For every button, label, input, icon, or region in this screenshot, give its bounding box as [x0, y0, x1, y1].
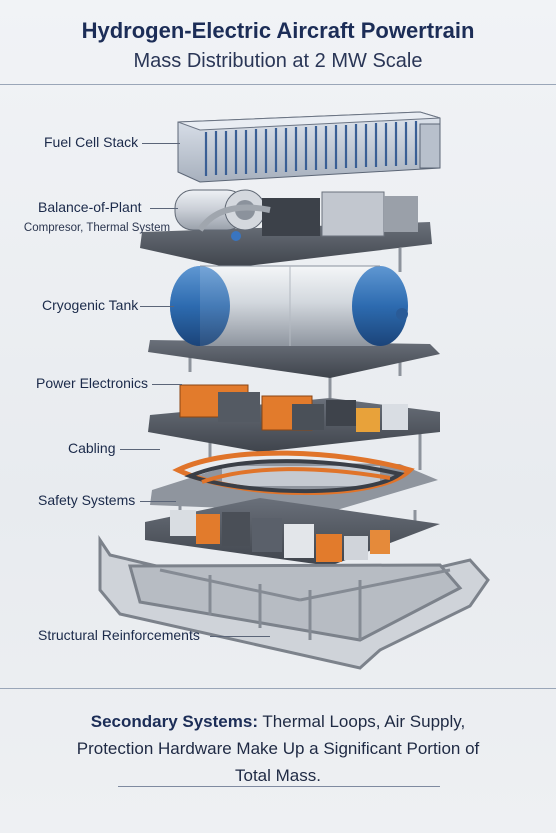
- leader-line: [140, 306, 174, 307]
- leader-line: [142, 143, 180, 144]
- sublabel-balance-of-plant: Compresor, Thermal System: [23, 222, 171, 234]
- page-subtitle: Mass Distribution at 2 MW Scale: [133, 50, 423, 72]
- header-divider: [0, 84, 556, 85]
- leader-line: [120, 449, 160, 450]
- label-power-electronics: Power Electronics: [36, 375, 149, 391]
- balance-of-plant-assembly: [140, 189, 432, 268]
- label-cryogenic-tank: Cryogenic Tank: [42, 297, 139, 313]
- power-electronics-tray: [148, 384, 440, 452]
- safety-systems-tray: [145, 498, 440, 566]
- footer-text: Thermal Loops, Air Supply, Protection Ha…: [76, 712, 480, 785]
- fuel-cell-stack: [177, 111, 441, 183]
- footer-caption: Secondary Systems: Thermal Loops, Air Su…: [60, 708, 496, 789]
- leader-line: [140, 501, 176, 502]
- cryogenic-tank: [148, 265, 440, 378]
- leader-line: [210, 636, 270, 637]
- leader-line: [150, 208, 178, 209]
- label-balance-of-plant: Balance-of-Plant: [38, 199, 142, 215]
- label-fuel-cell-stack: Fuel Cell Stack: [44, 134, 139, 150]
- page-title: Hydrogen-Electric Aircraft Powertrain: [81, 18, 475, 43]
- label-cabling: Cabling: [68, 440, 116, 456]
- label-structural-reinforcements: Structural Reinforcements: [38, 627, 200, 643]
- footer-underline: [118, 786, 440, 787]
- footer-divider: [0, 688, 556, 689]
- cabling-harness: [150, 450, 438, 512]
- label-safety-systems: Safety Systems: [38, 492, 136, 508]
- structural-frame: [98, 535, 490, 670]
- footer-bold-lead: Secondary Systems:: [90, 712, 258, 731]
- leader-line: [152, 384, 182, 385]
